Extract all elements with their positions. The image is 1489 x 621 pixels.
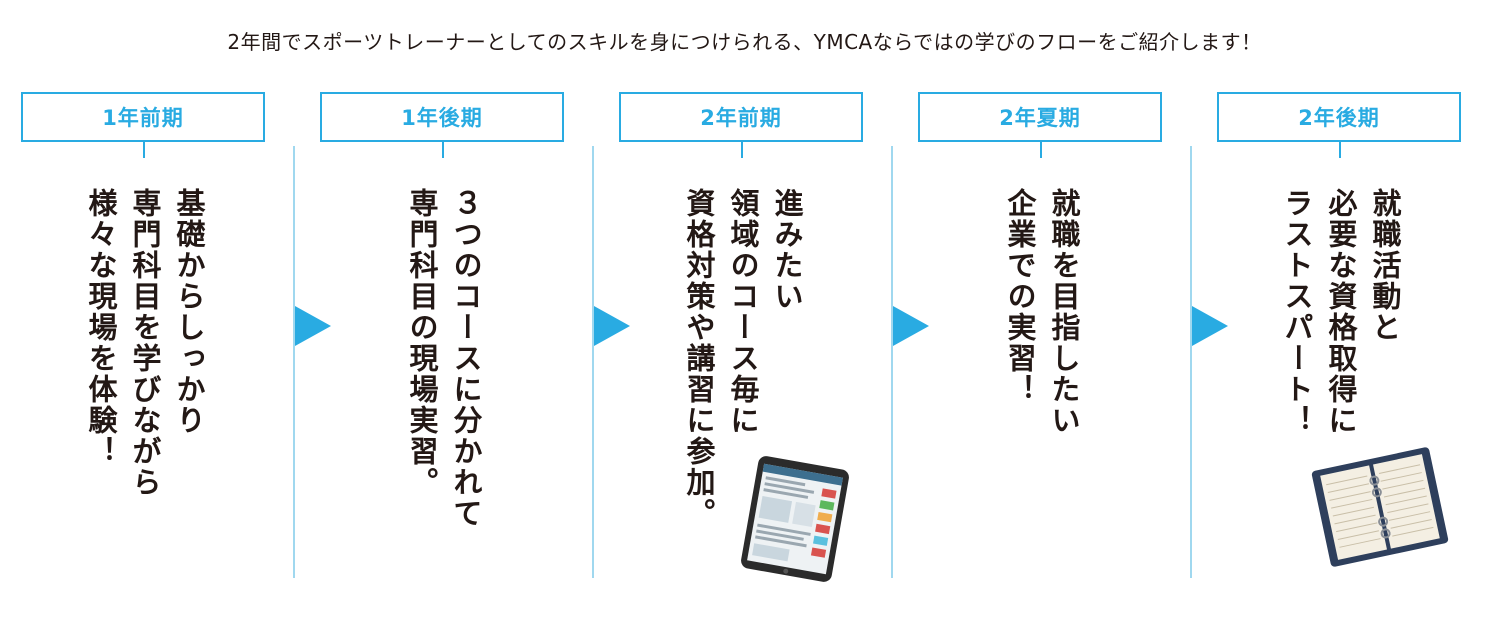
stage-2: 1年後期 ３つのコースに分かれて 専門科目の現場実習。	[320, 92, 568, 582]
stage-description: 就職を目指したい 企業での実習！	[998, 188, 1086, 436]
stage-connector	[1040, 142, 1042, 158]
stage-line: 基礎からしっかり	[172, 188, 206, 436]
stage-connector	[1339, 142, 1341, 158]
stage-line: 必要な資格取得に	[1324, 188, 1358, 436]
stage-line: 領域のコース毎に	[726, 188, 760, 436]
stage-line: 就職を目指したい	[1047, 188, 1081, 436]
stage-line: ラストスパート！	[1280, 188, 1314, 436]
intro-text: 2年間でスポーツトレーナーとしてのスキルを身につけられる、YMCAならではの学び…	[227, 30, 1262, 54]
arrow-right-icon	[594, 306, 630, 346]
stage-5: 2年後期 就職活動と 必要な資格取得に ラストスパート！	[1217, 92, 1465, 582]
arrow-right-icon	[1192, 306, 1228, 346]
stage-line: 就職活動と	[1368, 188, 1402, 343]
stage-line: 専門科目の現場実習。	[405, 188, 439, 498]
stage-label: 2年後期	[1217, 92, 1461, 142]
stage-label: 1年前期	[21, 92, 265, 142]
stage-connector	[442, 142, 444, 158]
column-divider	[293, 146, 295, 578]
stage-line: 様々な現場を体験！	[84, 188, 118, 467]
stage-4: 2年夏期 就職を目指したい 企業での実習！	[918, 92, 1166, 582]
stage-connector	[143, 142, 145, 158]
stage-1: 1年前期 基礎からしっかり 専門科目を学びながら 様々な現場を体験！	[21, 92, 269, 582]
stage-connector	[741, 142, 743, 158]
stage-line: 資格対策や講習に参加。	[682, 188, 716, 529]
arrow-right-icon	[295, 306, 331, 346]
stage-label: 2年夏期	[918, 92, 1162, 142]
column-divider	[1190, 146, 1192, 578]
stage-description: ３つのコースに分かれて 専門科目の現場実習。	[400, 188, 488, 529]
arrow-right-icon	[893, 306, 929, 346]
stage-line: 企業での実習！	[1003, 188, 1037, 405]
stage-label: 2年前期	[619, 92, 863, 142]
stage-description: 就職活動と 必要な資格取得に ラストスパート！	[1275, 188, 1407, 436]
stage-line: 進みたい	[770, 188, 804, 312]
column-divider	[891, 146, 893, 578]
stage-line: ３つのコースに分かれて	[449, 188, 483, 529]
stage-3: 2年前期 進みたい 領域のコース毎に 資格対策や講習に参加。	[619, 92, 867, 582]
stage-label: 1年後期	[320, 92, 564, 142]
stage-description: 基礎からしっかり 専門科目を学びながら 様々な現場を体験！	[79, 188, 211, 498]
planner-notebook-icon	[1311, 447, 1449, 567]
column-divider	[592, 146, 594, 578]
stage-line: 専門科目を学びながら	[128, 188, 162, 498]
tablet-icon	[741, 456, 849, 582]
stage-description: 進みたい 領域のコース毎に 資格対策や講習に参加。	[677, 188, 809, 529]
